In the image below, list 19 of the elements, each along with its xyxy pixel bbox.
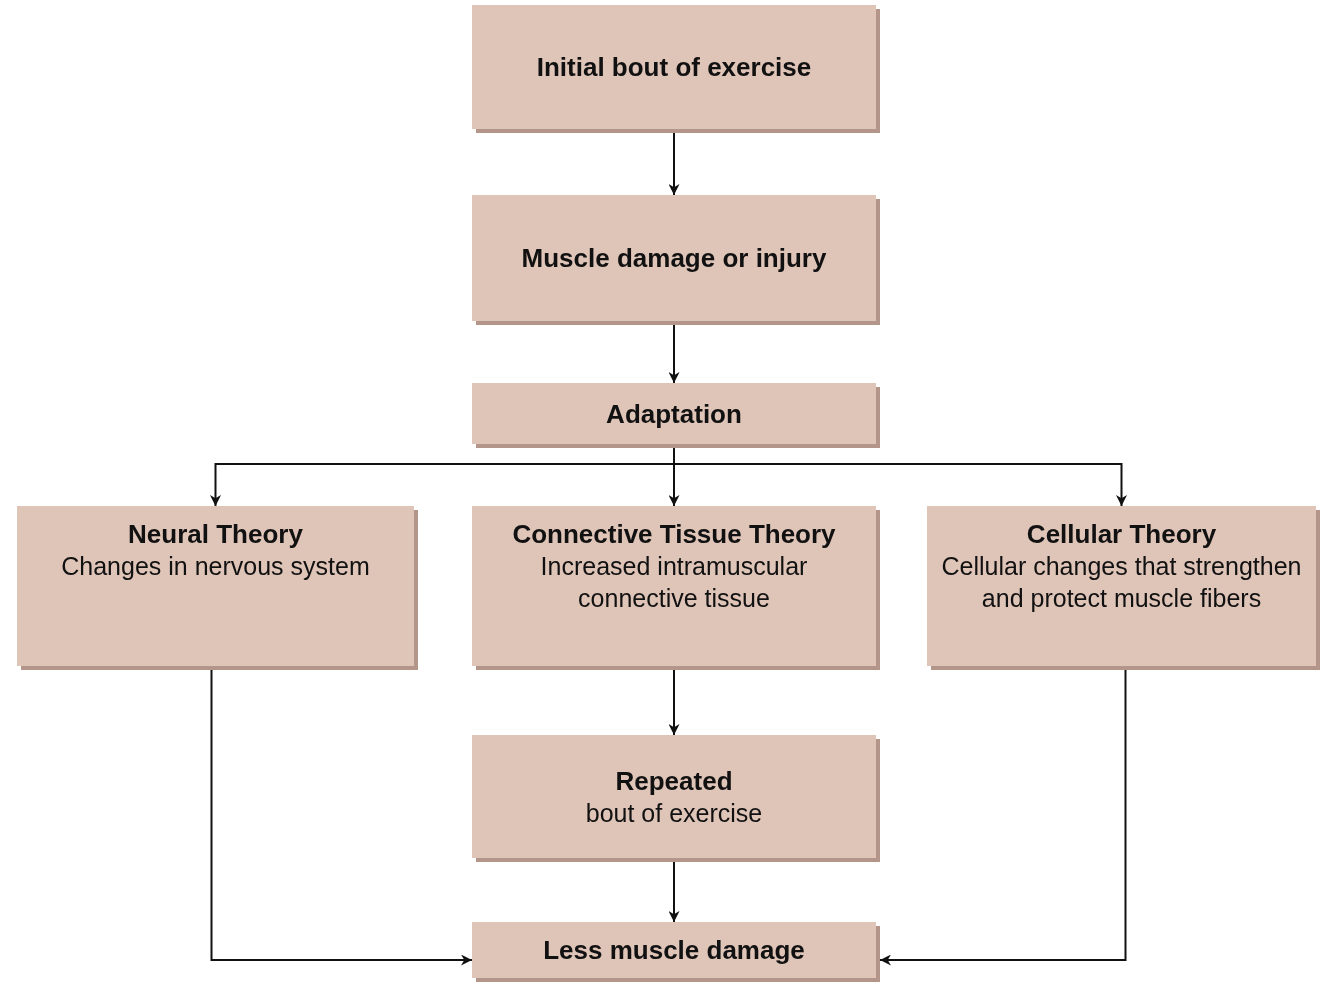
box-heading: Connective Tissue Theory: [512, 518, 836, 550]
arrow: [668, 669, 680, 736]
arrow: [673, 447, 1127, 507]
arrow: [668, 861, 680, 923]
box-heading: Initial bout of exercise: [536, 51, 812, 83]
box-text: bout of exercise: [585, 797, 763, 829]
box-heading: Cellular Theory: [1026, 518, 1217, 550]
box-text: Cellular changes that strengthen and protect muscle fibers: [940, 551, 1303, 614]
box-heading: Muscle damage or injury: [521, 242, 827, 274]
arrow: [879, 669, 1127, 966]
arrow: [668, 132, 680, 196]
arrow: [668, 324, 680, 384]
box-heading: Less muscle damage: [543, 934, 805, 966]
box-text: Increased intramuscular connective tissue: [539, 551, 809, 614]
box-text: Changes in nervous system: [61, 551, 370, 582]
box-heading: Neural Theory: [128, 518, 303, 550]
box-heading: Repeated: [615, 764, 733, 797]
arrow: [210, 669, 473, 966]
box-heading: Adaptation: [606, 397, 742, 430]
